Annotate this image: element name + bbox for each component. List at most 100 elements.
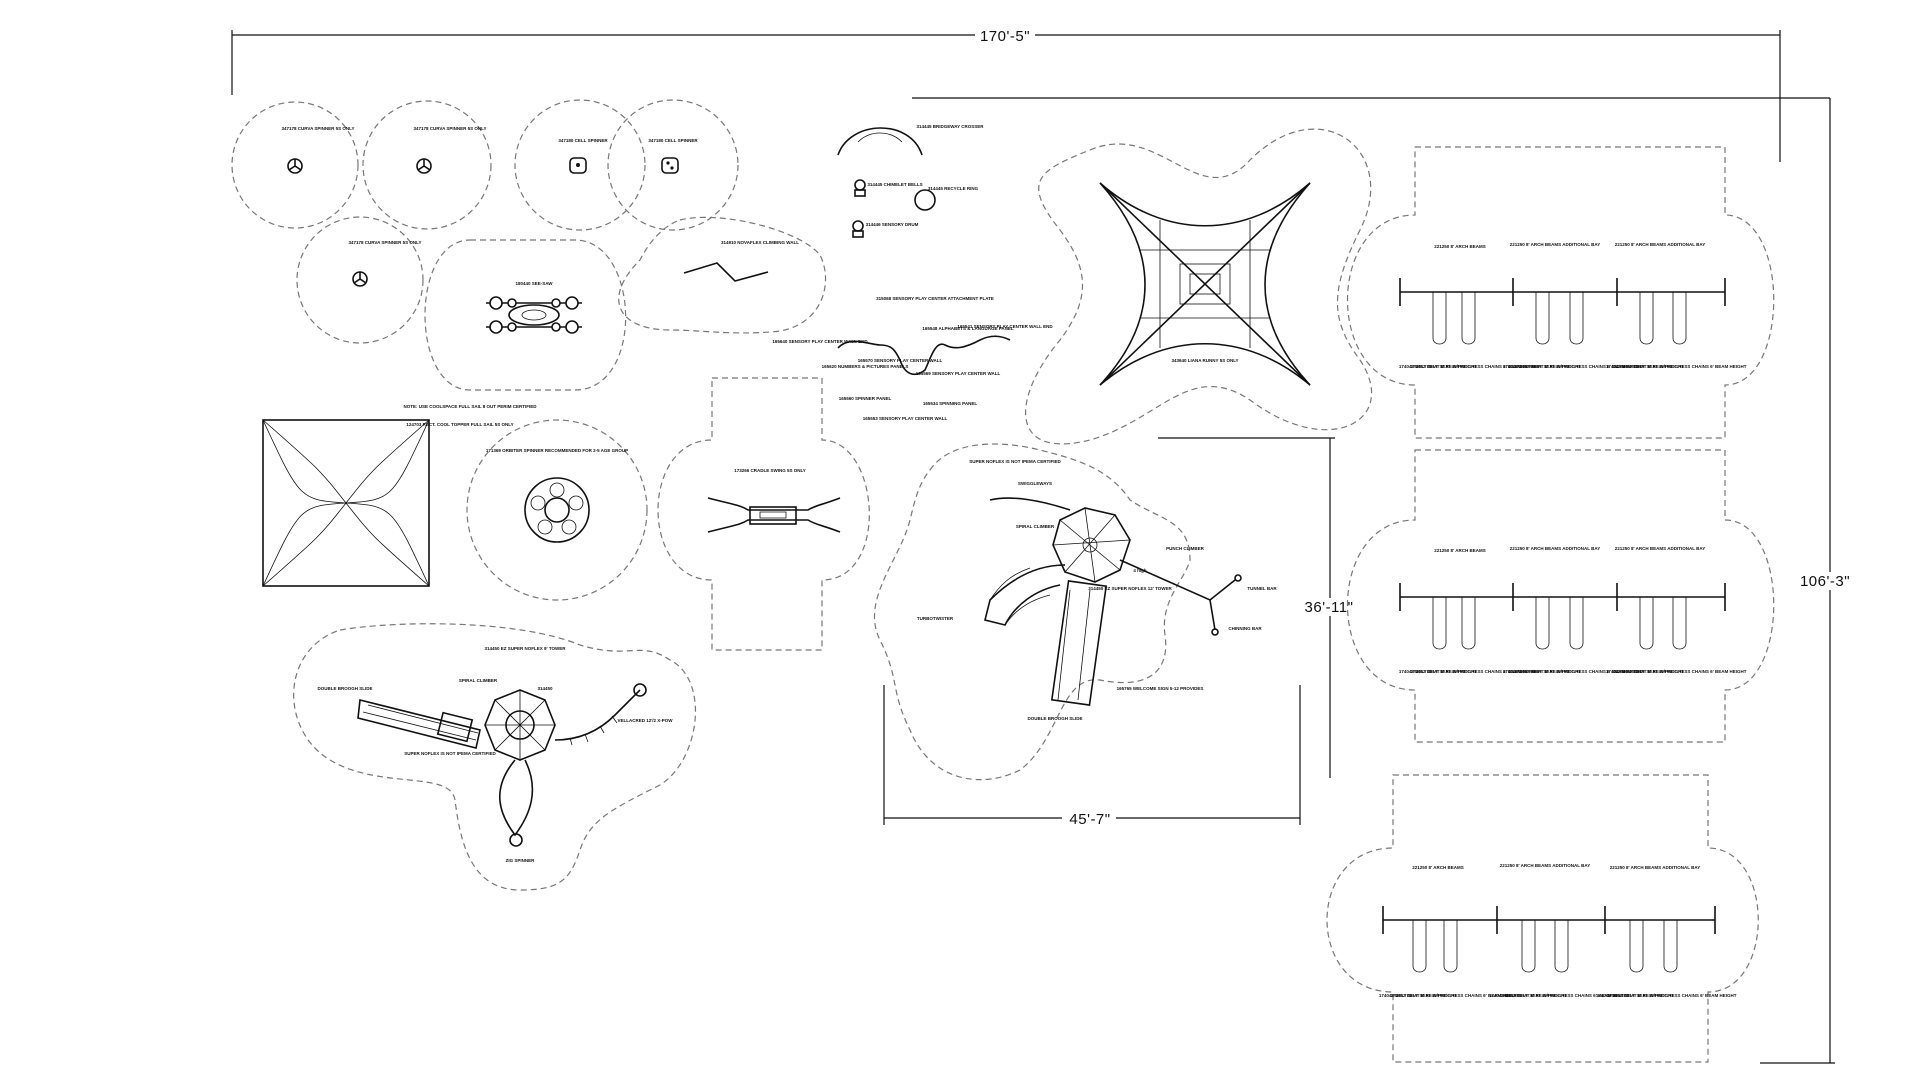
sensory-d-label: 165541 SENSORY PLAY CENTER WALL END <box>957 324 1053 329</box>
swing-set-1: 221250 8' ARCH BEAMS 221250 8' ARCH BEAM… <box>1347 146 1775 439</box>
cell-spinner-2: 347180 CELL SPINNER <box>607 99 739 231</box>
structure-a-label-2: SPIRAL CLIMBER <box>1016 524 1055 529</box>
curva-spinner-3-label: 347178 CURVA SPINNER 5S ONLY <box>348 240 421 245</box>
swing-2-seat-6: 174052 BELT SEAT W/PROGRESS CHAINS 6' BE… <box>1618 669 1747 674</box>
arch-label: 314445 BRIDGEWAY CROSSER <box>916 124 984 129</box>
climbing-wall-label: 314910 NOVAFLEX CLIMBING WALL <box>721 240 799 245</box>
structure-b-label-2: DOUBLE BROOGH SLIDE <box>317 686 372 691</box>
swing-3-seat-1: 174049 BELT SEAT 6' BEAM HEIGHT <box>1379 993 1457 998</box>
liana-net-climber: 343640 LIANA RUNNY 5S ONLY <box>1025 128 1373 445</box>
overall-width-dimension: 170'-5" <box>231 27 1781 162</box>
cell-spinner-1-label: 347180 CELL SPINNER <box>558 138 608 143</box>
sensory-drum: 314446 SENSORY DRUM <box>852 220 919 238</box>
curva-spinner-3: 347178 CURVA SPINNER 5S ONLY <box>296 216 424 344</box>
structure-b-label-4: 314450 <box>537 686 553 691</box>
drum-label: 314446 SENSORY DRUM <box>866 222 919 227</box>
swing-1-header-1: 221250 8' ARCH BEAMS <box>1434 244 1485 249</box>
recycle-ring: 314445 RECYCLE RING <box>914 186 979 211</box>
swing-set-3: 221250 8' ARCH BEAMS 221250 8' ARCH BEAM… <box>1326 774 1759 1063</box>
swing-3-seat-6: 174052 BELT SEAT W/PROGRESS CHAINS 6' BE… <box>1608 993 1737 998</box>
swing-1-seat-6: 174052 BELT SEAT W/PROGRESS CHAINS 6' BE… <box>1618 364 1747 369</box>
structure-a-height-tag: 4 high <box>1133 568 1147 573</box>
swing-3-seat-2: 174052 BELT SEAT W/PROGRESS CHAINS 6' BE… <box>1391 993 1520 998</box>
swing-2-seat-5: 174049 BELT SEAT 6' BEAM HEIGHT <box>1606 669 1684 674</box>
net-label: 343640 LIANA RUNNY 5S ONLY <box>1171 358 1238 363</box>
swing-1-header-2: 221250 8' ARCH BEAMS ADDITIONAL BAY <box>1510 242 1601 247</box>
structure-a-note: SUPER NOFLEX IS NOT IPEMA CERTIFIED <box>969 459 1061 464</box>
orbiter-spinner: 171369 ORBITER SPINNER RECOMMENDED FOR 2… <box>466 419 648 601</box>
swing-3-seat-5: 174049 BELT SEAT 6' BEAM HEIGHT <box>1596 993 1674 998</box>
swing-1-seat-4: 174052 BELT SEAT W/PROGRESS CHAINS 6' BE… <box>1515 364 1644 369</box>
structure-a-label-9: 165765 WELCOME SIGN 5-12 PROVIDES <box>1117 686 1204 691</box>
see-saw: 180440 SEE-SAW <box>424 239 627 391</box>
swing-1-seat-2: 174052 BELT SEAT W/PROGRESS CHAINS 6' BE… <box>1411 364 1540 369</box>
structure-a-label-1: SWIGGLEWAYS <box>1018 481 1052 486</box>
structure-a-label-8: DOUBLE BROOGH SLIDE <box>1027 716 1082 721</box>
bridgeway-arch: 314445 BRIDGEWAY CROSSER <box>837 124 984 156</box>
structure-a-label-5: TUNNEL BAR <box>1247 586 1277 591</box>
sensory-play-wall: 315068 SENSORY PLAY CENTER ATTACHMENT PL… <box>772 296 1053 421</box>
overall-height-dimension: 106'-3" <box>912 97 1850 1064</box>
swing-3-header-3: 221250 8' ARCH BEAMS ADDITIONAL BAY <box>1610 865 1701 870</box>
sensory-f-label: 165570 SENSORY PLAY CENTER WALL <box>858 358 943 363</box>
shade-sail: NOTE: USE COOLSPACE FULL SAIL 8 OUT PERI… <box>262 404 537 587</box>
sensory-g-label: 165569 SENSORY PLAY CENTER WALL <box>916 371 1001 376</box>
bells-label: 314445 CHIMELET BELLS <box>867 182 922 187</box>
swing-3-header-1: 221250 8' ARCH BEAMS <box>1412 865 1463 870</box>
sensory-i-label: 165534 SPINNING PANEL <box>923 401 977 406</box>
swing-2-header-3: 221250 8' ARCH BEAMS ADDITIONAL BAY <box>1615 546 1706 551</box>
swing-2-header-1: 221250 8' ARCH BEAMS <box>1434 548 1485 553</box>
swing-1-seat-5: 174049 BELT SEAT 6' BEAM HEIGHT <box>1606 364 1684 369</box>
play-structure-a: 4 high SUPER NOFLEX IS NOT IPEMA CERTIFI… <box>873 443 1277 781</box>
ring-label: 314445 RECYCLE RING <box>928 186 979 191</box>
cradle-swing-label: 173266 CRADLE SWING 5S ONLY <box>734 468 806 473</box>
swing-3-header-2: 221250 8' ARCH BEAMS ADDITIONAL BAY <box>1500 863 1591 868</box>
structure-a-label-6: CHINNING BAR <box>1228 626 1262 631</box>
swing-1-seat-1: 174049 BELT SEAT 6' BEAM HEIGHT <box>1399 364 1477 369</box>
cradle-swing: 173266 CRADLE SWING 5S ONLY <box>657 377 870 651</box>
sensory-e-label: 165620 NUMBERS & PICTURES PANELS <box>822 364 909 369</box>
structure-a-label-7: 314450 EZ SUPER NOFLEX 12' TOWER <box>1088 586 1172 591</box>
swing-3-seat-4: 174052 BELT SEAT W/PROGRESS CHAINS 6' BE… <box>1501 993 1630 998</box>
cell-spinner-1: 347180 CELL SPINNER <box>514 99 646 231</box>
structure-b-label-6: SUPER NOFLEX IS NOT IPEMA CERTIFIED <box>404 751 496 756</box>
play-height-label: 36'-11" <box>1305 599 1354 616</box>
orbiter-label: 171369 ORBITER SPINNER RECOMMENDED FOR 2… <box>486 448 628 453</box>
see-saw-label: 180440 SEE-SAW <box>515 281 553 286</box>
swing-2-seat-2: 174052 BELT SEAT W/PROGRESS CHAINS 6' BE… <box>1411 669 1540 674</box>
sensory-j-label: 165553 SENSORY PLAY CENTER WALL <box>863 416 948 421</box>
shade-label: 124703 RECT. COOL TOPPER FULL SAIL 5S ON… <box>406 422 513 427</box>
structure-b-label-1: 314450 EZ SUPER NOFLEX 9' TOWER <box>484 646 566 651</box>
play-width-label: 45'-7" <box>1069 811 1110 828</box>
curva-spinner-2-label: 347178 CURVA SPINNER 5S ONLY <box>413 126 486 131</box>
structure-b-label-5: VELLACRED 12'/2 X-POW <box>617 718 673 723</box>
swing-2-seat-3: 174049 BELT SEAT 6' BEAM HEIGHT <box>1503 669 1581 674</box>
swing-1-header-3: 221250 8' ARCH BEAMS ADDITIONAL BAY <box>1615 242 1706 247</box>
curva-spinner-2: 347178 CURVA SPINNER 5S ONLY <box>362 100 492 230</box>
curva-spinner-1: 347178 CURVA SPINNER 5S ONLY <box>231 101 359 229</box>
swing-2-header-2: 221250 8' ARCH BEAMS ADDITIONAL BAY <box>1510 546 1601 551</box>
overall-height-label: 106'-3" <box>1800 573 1850 590</box>
sensory-c-label: 165548 ALPHABETS & LANGUAGE PANEL <box>922 326 1014 331</box>
swing-1-seat-3: 174049 BELT SEAT 6' BEAM HEIGHT <box>1503 364 1581 369</box>
shade-note-label: NOTE: USE COOLSPACE FULL SAIL 8 OUT PERI… <box>403 404 537 409</box>
structure-a-label-4: PUNCH CLIMBER <box>1166 546 1204 551</box>
play-structure-b: 314450 EZ SUPER NOFLEX 9' TOWER DOUBLE B… <box>293 623 697 891</box>
novaflex-climbing-wall: 314910 NOVAFLEX CLIMBING WALL <box>618 216 827 334</box>
structure-a-label-3: TURBOTWISTER <box>917 616 954 621</box>
sensory-top-label: 315068 SENSORY PLAY CENTER ATTACHMENT PL… <box>876 296 994 301</box>
cell-spinner-2-label: 347180 CELL SPINNER <box>648 138 698 143</box>
sensory-h-label: 165560 SPINNER PANEL <box>839 396 892 401</box>
sensory-b-label: 165640 SENSORY PLAY CENTER WALL END <box>772 339 868 344</box>
swing-2-seat-4: 174052 BELT SEAT W/PROGRESS CHAINS 6' BE… <box>1515 669 1644 674</box>
chime-bells: 314445 CHIMELET BELLS <box>854 179 923 197</box>
swing-3-seat-3: 174049 BELT SEAT 6' BEAM HEIGHT <box>1489 993 1567 998</box>
swing-set-2: 221250 8' ARCH BEAMS 221250 8' ARCH BEAM… <box>1347 449 1775 743</box>
structure-b-label-3: SPIRAL CLIMBER <box>459 678 498 683</box>
play-width-dimension: 45'-7" <box>883 685 1301 828</box>
swing-2-seat-1: 174049 BELT SEAT 6' BEAM HEIGHT <box>1399 669 1477 674</box>
play-height-dimension: 36'-11" <box>1158 437 1355 778</box>
structure-b-label-7: ZIG SPINNER <box>506 858 536 863</box>
overall-width-label: 170'-5" <box>980 28 1030 45</box>
